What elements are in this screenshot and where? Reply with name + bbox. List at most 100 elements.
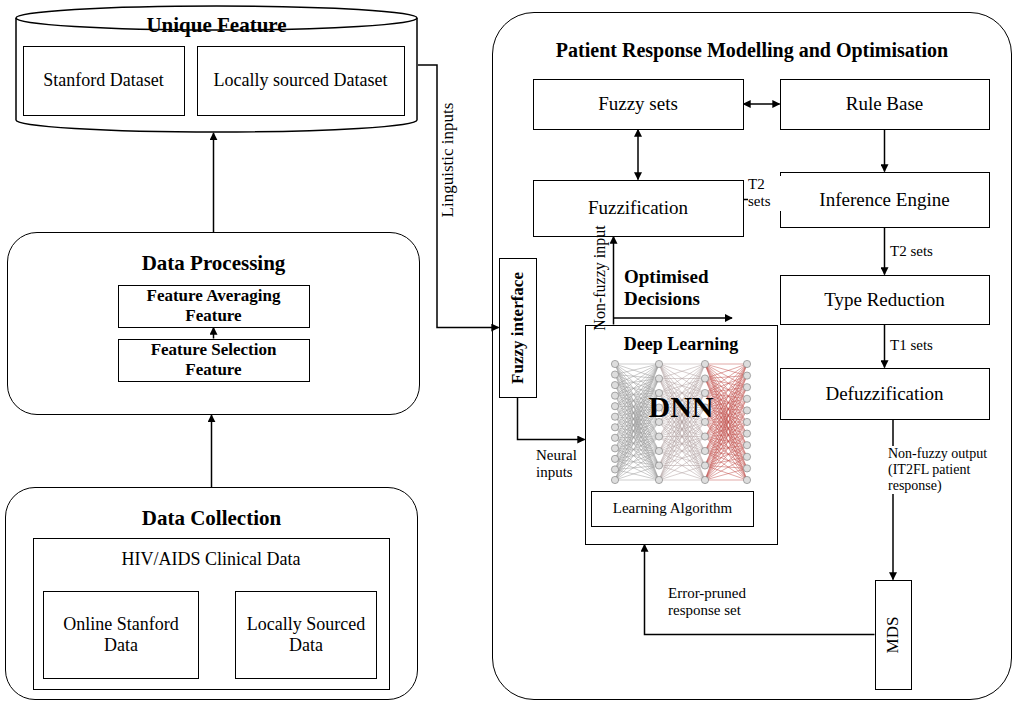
box-label: Fuzzy sets bbox=[598, 93, 678, 115]
connector-label: Linguistic inputs bbox=[438, 103, 458, 218]
vertical-label: MDS bbox=[883, 616, 903, 653]
network-link bbox=[659, 364, 705, 379]
network-link bbox=[659, 363, 705, 364]
process-box: Fuzzification bbox=[533, 180, 744, 237]
network-neuron bbox=[743, 430, 750, 437]
connector-arrow bbox=[637, 130, 639, 180]
process-box: Defuzzification bbox=[780, 368, 990, 420]
network-neuron bbox=[655, 447, 662, 454]
network-neuron bbox=[611, 370, 618, 377]
connector-label: T2 sets bbox=[748, 176, 782, 211]
network-neuron bbox=[743, 395, 750, 402]
network-neuron bbox=[611, 392, 618, 399]
dataset-box: Locally sourced Dataset bbox=[197, 46, 405, 116]
network-link bbox=[705, 364, 747, 379]
network-neuron bbox=[611, 381, 618, 388]
process-box: Inference Engine bbox=[780, 172, 990, 228]
network-link bbox=[705, 456, 747, 479]
network-neuron bbox=[655, 360, 662, 367]
network-neuron bbox=[611, 444, 618, 451]
connector-arrow bbox=[892, 420, 894, 580]
network-neuron bbox=[655, 476, 662, 483]
box-label: Rule Base bbox=[846, 93, 924, 115]
network-neuron bbox=[611, 455, 618, 462]
network-neuron bbox=[655, 374, 662, 381]
network-link bbox=[659, 364, 705, 379]
box-label: Fuzzification bbox=[588, 197, 688, 219]
process-box: Feature Averaging Feature bbox=[118, 285, 310, 328]
network-neuron bbox=[611, 413, 618, 420]
group-title: Unique Feature bbox=[15, 13, 418, 37]
connector-label: Non-fuzzy input bbox=[591, 225, 609, 330]
network-neuron bbox=[743, 453, 750, 460]
network-link bbox=[659, 479, 705, 480]
network-neuron bbox=[701, 374, 708, 381]
connector-arrow bbox=[884, 130, 886, 172]
output-arrow bbox=[614, 317, 732, 319]
network-neuron bbox=[743, 476, 750, 483]
box-label: Feature Averaging Feature bbox=[125, 286, 303, 325]
box-label: Online Stanford Data bbox=[50, 614, 192, 655]
network-link bbox=[659, 364, 705, 393]
output-label: Optimised Decisions bbox=[624, 266, 736, 310]
network-neuron bbox=[743, 383, 750, 390]
box-label: Type Reduction bbox=[824, 289, 945, 311]
connector-label: Error-pruned response set bbox=[668, 585, 778, 620]
network-link bbox=[705, 364, 747, 376]
connector-arrow bbox=[211, 415, 213, 487]
network-neuron bbox=[611, 360, 618, 367]
connector-arrow bbox=[213, 133, 215, 232]
box-label: Stanford Dataset bbox=[43, 70, 163, 91]
network-link bbox=[659, 436, 705, 480]
connector-arrow bbox=[744, 103, 780, 105]
network-link bbox=[705, 433, 747, 479]
network-link bbox=[615, 364, 659, 375]
cylinder-body bbox=[16, 6, 417, 132]
network-link bbox=[659, 364, 705, 393]
box-title: Deep Learning bbox=[586, 334, 777, 355]
network-link bbox=[705, 422, 747, 480]
network-link bbox=[705, 363, 747, 364]
network-neuron bbox=[701, 447, 708, 454]
network-neuron bbox=[655, 461, 662, 468]
stage-panel: Data ProcessingFeature Averaging Feature… bbox=[7, 232, 420, 415]
network-neuron bbox=[743, 372, 750, 379]
network-link bbox=[659, 465, 705, 480]
network-link bbox=[659, 451, 705, 480]
process-box: Fuzzy sets bbox=[533, 79, 744, 130]
network-neuron bbox=[701, 360, 708, 367]
dataset-box: Stanford Dataset bbox=[23, 46, 185, 116]
connector-arrow bbox=[645, 545, 875, 635]
box-label: Locally Sourced Data bbox=[242, 614, 370, 655]
database-cylinder: Unique FeatureStanford Dataset Locally so… bbox=[15, 5, 418, 133]
network-neuron bbox=[743, 441, 750, 448]
box-label: Locally sourced Dataset bbox=[214, 70, 388, 91]
network-neuron bbox=[743, 360, 750, 367]
network-neuron bbox=[611, 465, 618, 472]
network-link bbox=[705, 422, 747, 437]
network-link bbox=[659, 436, 705, 480]
network-link bbox=[615, 465, 659, 480]
mds-box: MDS bbox=[875, 580, 912, 690]
stage-panel: Data CollectionHIV/AIDS Clinical DataOnl… bbox=[5, 487, 418, 700]
network-link bbox=[659, 465, 705, 480]
algorithm-box: Learning Algorithm bbox=[591, 491, 754, 527]
connector-arrow bbox=[518, 398, 585, 440]
connector-arrow bbox=[884, 325, 886, 368]
interface-box: Fuzzy interface bbox=[499, 258, 537, 398]
network-name: DNN bbox=[586, 390, 777, 425]
connector-arrow bbox=[213, 328, 215, 339]
network-link bbox=[705, 364, 747, 387]
network-neuron bbox=[611, 402, 618, 409]
network-link bbox=[705, 468, 747, 480]
network-neuron bbox=[701, 432, 708, 439]
data-source-box: Online Stanford Data bbox=[43, 591, 199, 679]
group-title: HIV/AIDS Clinical Data bbox=[34, 549, 389, 570]
network-link bbox=[659, 422, 705, 480]
connector-arrow bbox=[613, 237, 615, 325]
network-link bbox=[705, 479, 747, 480]
connector-arrow bbox=[418, 65, 499, 328]
network-link bbox=[659, 451, 705, 480]
network-neuron bbox=[655, 432, 662, 439]
